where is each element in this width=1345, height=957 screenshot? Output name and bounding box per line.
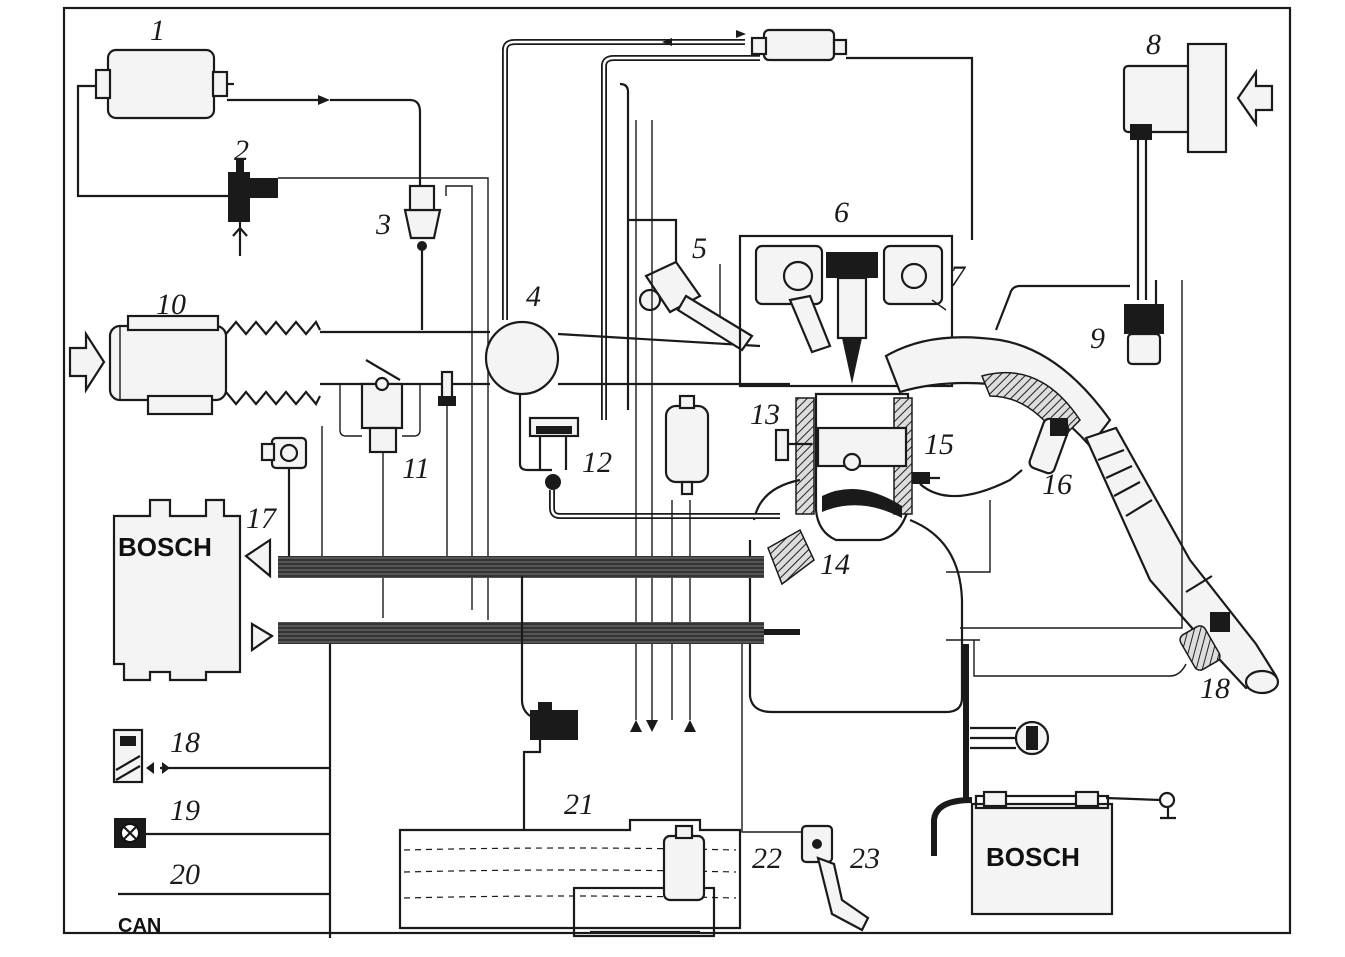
line-8-to-9 <box>1136 140 1148 300</box>
component-4-manifold <box>484 320 560 396</box>
component-9-valve <box>1124 280 1164 366</box>
label-6: 6 <box>834 196 849 229</box>
harness-upper <box>278 556 764 578</box>
component-22-pedal-sensor <box>741 644 834 864</box>
component-10-air-mass-meter <box>108 314 228 416</box>
pipe-top-right-2 <box>619 82 630 410</box>
component-7-leader <box>931 299 947 311</box>
tank-vent-valve <box>520 576 578 830</box>
ignition-switch <box>963 644 1050 800</box>
component-6-injector <box>826 252 878 384</box>
fuel-arrows <box>630 720 696 732</box>
legend-18-diag-connector <box>112 728 170 784</box>
cylinder-head <box>738 234 954 388</box>
label-2: 2 <box>234 134 249 167</box>
catalytic-converter <box>1084 426 1278 690</box>
line-1-to-2 <box>76 84 236 198</box>
component-13-sensor <box>774 428 812 462</box>
line-3-right <box>445 185 473 610</box>
label-16: 16 <box>1042 468 1072 501</box>
component-2-purge-valve <box>228 160 278 256</box>
component-16-lambda <box>1028 417 1070 475</box>
component-18-lambda-rear <box>1179 612 1230 671</box>
input-arrow-8 <box>1236 68 1274 128</box>
label-23: 23 <box>850 842 880 875</box>
label-12: 12 <box>582 446 612 479</box>
intake-bellows <box>225 320 321 406</box>
line-9-down <box>960 280 1183 629</box>
line-12-to-block <box>549 490 780 519</box>
harness-upper-branch <box>946 500 991 641</box>
label-13: 13 <box>750 398 780 431</box>
cylinder-block <box>748 392 964 714</box>
intake-temp-sensor <box>438 370 456 560</box>
component-3-regulator <box>403 184 442 330</box>
legend-bus <box>118 644 332 938</box>
air-inlet-arrow <box>68 330 106 394</box>
label-14: 14 <box>820 548 850 581</box>
label-8: 8 <box>1146 28 1161 61</box>
component-15-sensor <box>912 469 1023 498</box>
label-3: 3 <box>375 208 391 241</box>
battery-brand: BOSCH <box>986 842 1080 872</box>
line-2-right <box>278 177 489 620</box>
line-9-to-manifold <box>994 284 1130 331</box>
label-20: 20 <box>170 858 200 891</box>
converter-ribs <box>1097 448 1213 593</box>
line-18-rear <box>973 640 1187 677</box>
battery <box>931 790 1176 916</box>
line-top-unit-right <box>846 56 974 240</box>
exhaust-outlet <box>1244 669 1280 695</box>
component-23-pedal <box>816 856 870 932</box>
pipe-top-left <box>502 39 745 320</box>
fuel-line-return <box>671 500 691 720</box>
label-18-rear: 18 <box>1200 672 1230 705</box>
fuel-line-supply <box>635 120 653 720</box>
label-15: 15 <box>924 428 954 461</box>
manifold-return <box>518 394 552 472</box>
label-9: 9 <box>1090 322 1105 355</box>
label-7: 7 <box>950 260 967 293</box>
component-1-canister <box>94 48 234 120</box>
manifold-runner <box>557 332 790 386</box>
component-12-valve <box>528 416 580 490</box>
ecu-brand: BOSCH <box>118 532 212 562</box>
legend-19-warning-lamp <box>114 818 146 848</box>
label-17: 17 <box>246 502 278 535</box>
component-11-throttle <box>339 359 421 618</box>
component-17-sensor <box>260 436 308 556</box>
top-pressure-unit <box>662 28 848 62</box>
label-11: 11 <box>402 452 430 485</box>
label-10: 10 <box>156 288 186 321</box>
component-21-fuel-tank <box>398 818 742 938</box>
fuel-filter <box>664 394 710 496</box>
label-5: 5 <box>692 232 707 265</box>
component-8-unit <box>1122 42 1228 154</box>
label-19: 19 <box>170 794 200 827</box>
ecu-unit <box>112 498 275 682</box>
label-1: 1 <box>150 14 165 47</box>
label-18-legend: 18 <box>170 726 200 759</box>
component-5-valve <box>628 218 754 352</box>
check-valve-arrow-1 <box>318 95 330 105</box>
can-bus-label: CAN <box>118 915 161 937</box>
line-1-to-3 <box>227 98 422 185</box>
label-4: 4 <box>526 280 541 313</box>
label-22: 22 <box>752 842 782 875</box>
label-21: 21 <box>564 788 594 821</box>
intake-duct <box>320 330 490 386</box>
component-14-sensor <box>767 528 815 586</box>
